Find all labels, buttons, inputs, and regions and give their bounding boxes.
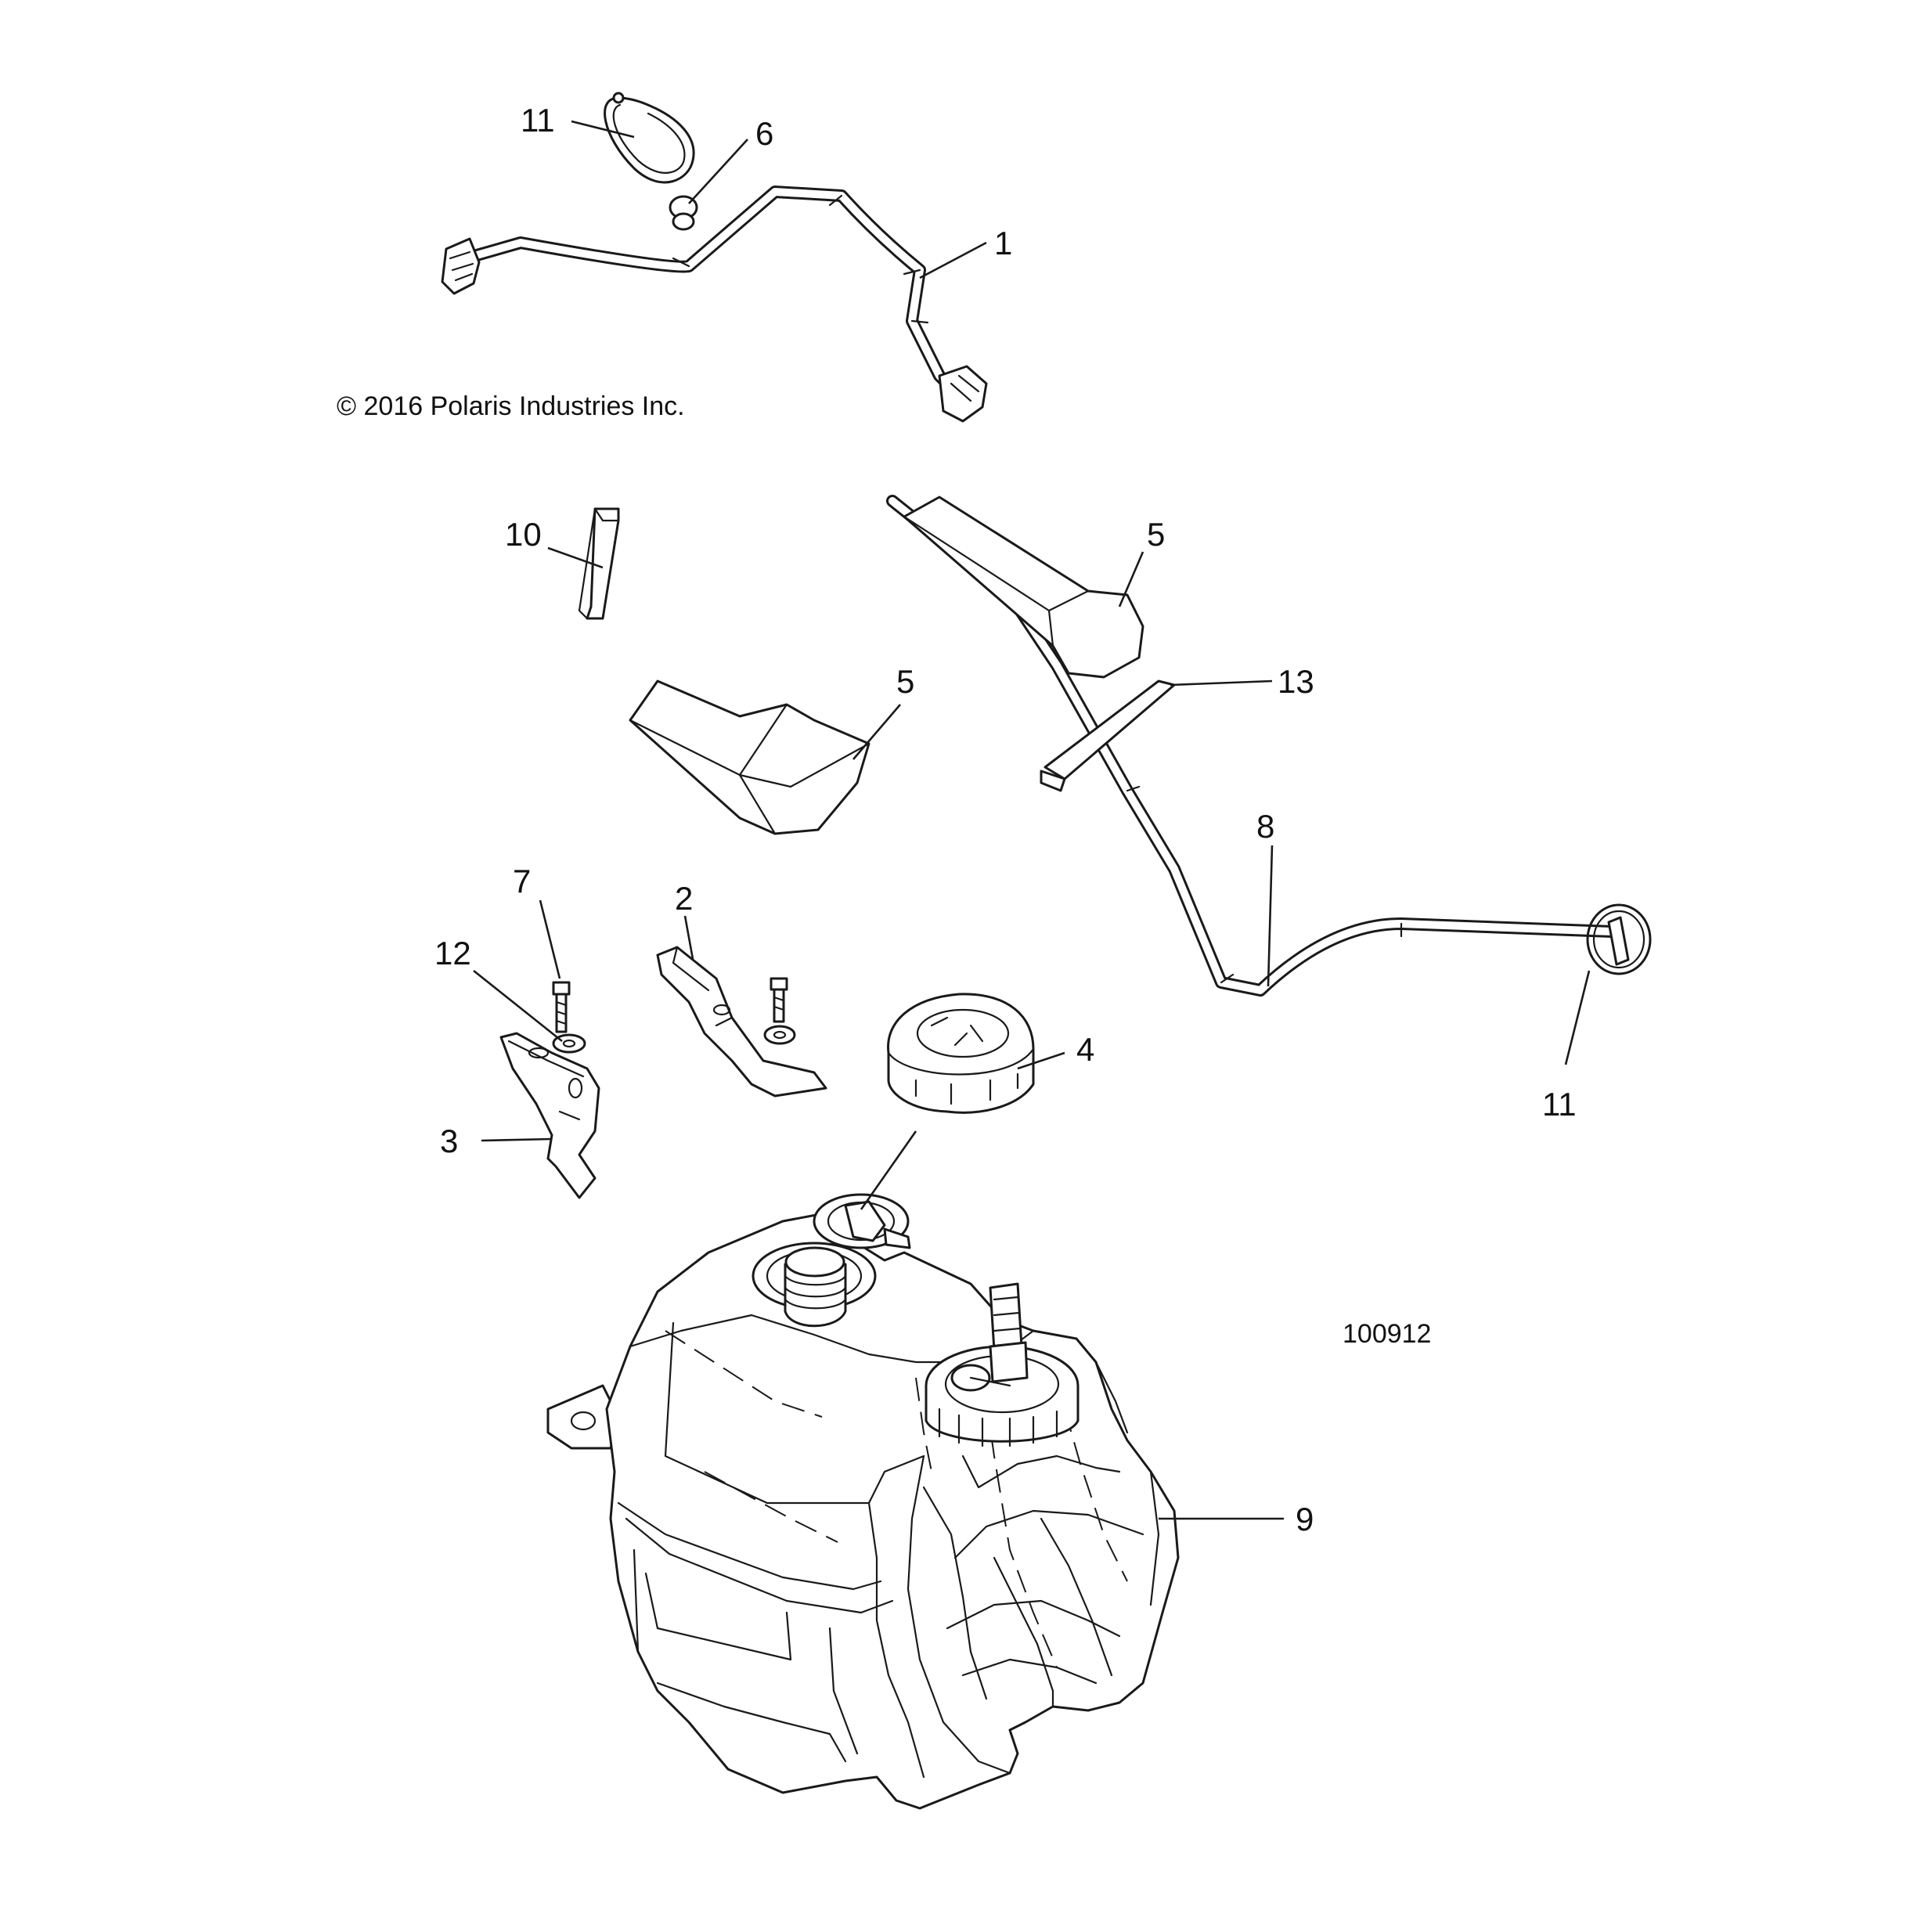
callout-9: 9 [1296, 1501, 1314, 1537]
callout-2: 2 [675, 880, 693, 917]
bracket-part-2 [656, 946, 827, 1098]
callout-8: 8 [1256, 808, 1274, 845]
leader-lines [473, 120, 1591, 1520]
fuel-line-part-1 [441, 186, 988, 423]
foam-part-10 [578, 507, 620, 620]
bolt-part-7 [552, 977, 788, 1033]
callout-3: 3 [440, 1123, 458, 1159]
strap-part-13 [1040, 679, 1176, 792]
grommet-part-6 [669, 195, 698, 231]
bracket-part-3 [499, 1032, 600, 1199]
callout-7: 7 [513, 863, 531, 899]
callout-11-right: 11 [1542, 1086, 1577, 1123]
callout-4: 4 [1076, 1031, 1094, 1068]
foam-part-5-upper [903, 496, 1144, 679]
foam-part-5-lower [629, 679, 870, 835]
figure-number: 100912 [1343, 1319, 1431, 1349]
callout-labels: 1 6 11 10 5 13 5 8 7 12 2 3 4 11 9 [434, 102, 1577, 1537]
callout-6: 6 [755, 115, 773, 152]
callout-11-top: 11 [521, 102, 555, 139]
washer-part-12 [552, 1025, 796, 1054]
copyright-notice: © 2016 Polaris Industries Inc. [337, 391, 685, 421]
callout-5-lower: 5 [896, 663, 914, 700]
fuel-tank-part-9 [546, 1193, 1180, 1810]
callout-1: 1 [994, 225, 1012, 261]
clamp-part-11-top [604, 92, 695, 184]
fuel-cap-part-4 [887, 993, 1035, 1114]
callout-10: 10 [505, 516, 542, 553]
vent-line-part-8 [886, 495, 1619, 997]
callout-13: 13 [1278, 663, 1314, 700]
clamp-part-11-right [1586, 903, 1652, 975]
callout-12: 12 [434, 935, 471, 971]
callout-5-upper: 5 [1147, 516, 1165, 553]
